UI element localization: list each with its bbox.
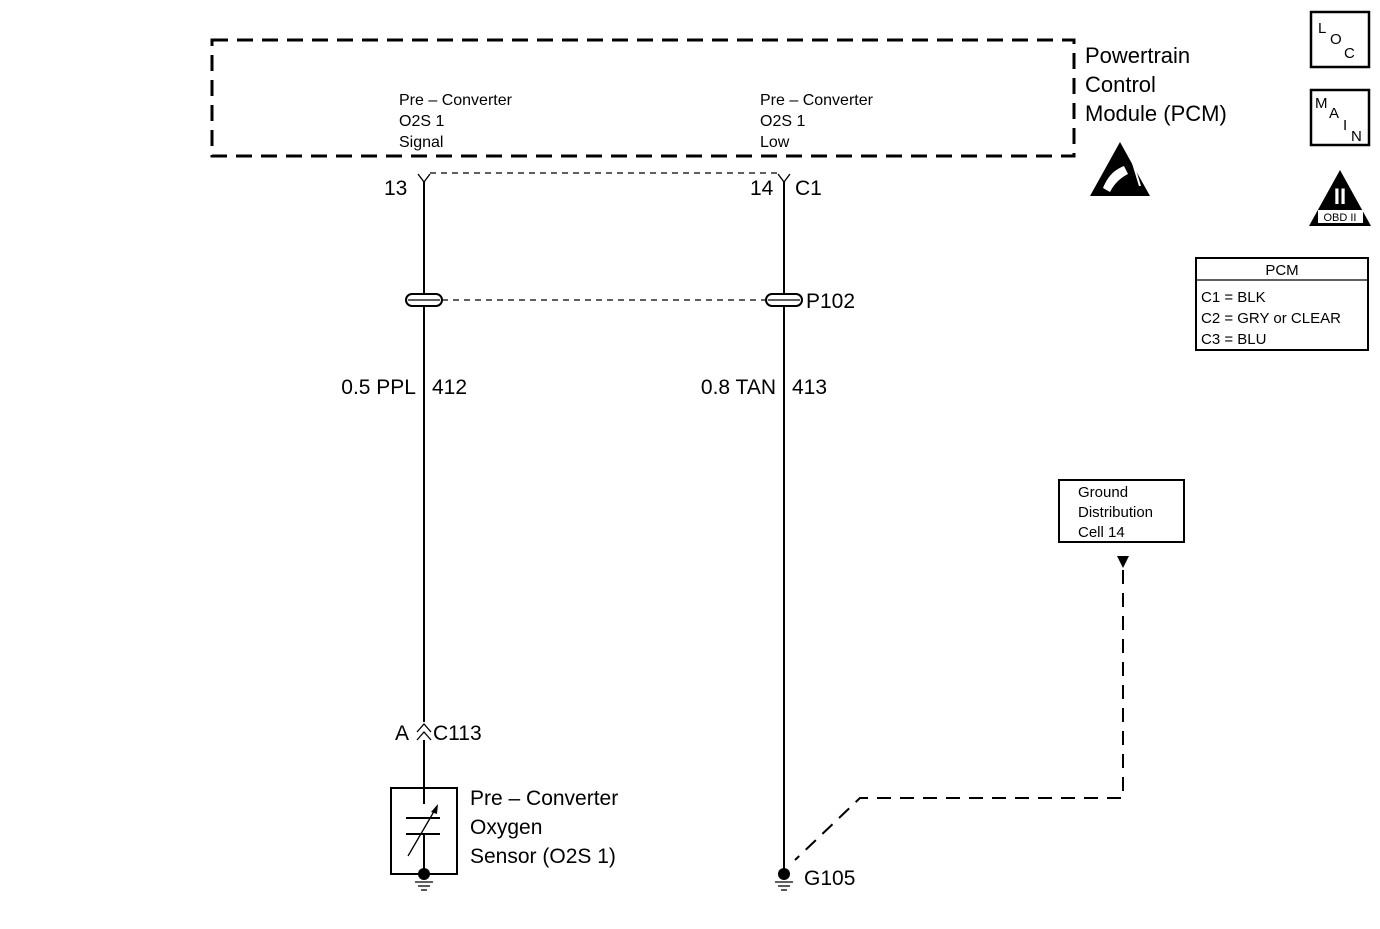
esd-hand: [1103, 166, 1128, 192]
pcm-table-frame: [1195, 257, 1369, 351]
obd-label-box: [1318, 210, 1363, 223]
c113-pin-label: A: [395, 722, 409, 745]
c113-terminal-lower: [416, 731, 432, 741]
signal-label-line-1: Pre – Converter: [399, 92, 513, 109]
pcm-title: Powertrain Control Module (PCM): [1085, 43, 1227, 126]
main-icon: M A I N: [1309, 88, 1371, 147]
obd-label: OBD II: [1323, 212, 1356, 224]
oxygen-sensor-label: Pre – Converter Oxygen Sensor (O2S 1): [470, 787, 618, 868]
c113-connector-label: C113: [433, 722, 482, 745]
g105-dot: [778, 868, 790, 880]
pcm-table-row-2: C2 = GRY or CLEAR: [1201, 310, 1341, 327]
wire-413-gauge-color: 0.8 TAN: [701, 376, 776, 399]
pcm-signal-terminal-label: Pre – Converter O2S 1 Signal: [399, 92, 513, 151]
pin-14-terminal: [777, 173, 791, 184]
sensor-connector-c113: A C113: [395, 722, 482, 745]
loc-letter-c: C: [1344, 45, 1355, 62]
loc-letter-l: L: [1318, 20, 1326, 37]
loc-letter-o: O: [1330, 31, 1342, 48]
signal-label-line-2: O2S 1: [399, 113, 444, 130]
pcm-table-row-1: C1 = BLK: [1201, 289, 1266, 306]
esd-slash: [1131, 159, 1141, 187]
oxygen-sensor: [390, 787, 458, 891]
sensor-label-line-3: Sensor (O2S 1): [470, 845, 616, 868]
loc-icon: L O C: [1309, 10, 1371, 69]
main-icon-frame: [1309, 88, 1371, 147]
pcm-module-outline: [210, 38, 1076, 158]
ground-distribution-box: Ground Distribution Cell 14: [1058, 479, 1185, 568]
wire-412-gauge-color: 0.5 PPL: [341, 376, 416, 399]
esd-icon: [1090, 142, 1150, 196]
sensor-label-line-2: Oxygen: [470, 816, 542, 839]
g105-label: G105: [804, 867, 855, 890]
variable-arrow-line: [407, 807, 437, 857]
main-letter-n: N: [1351, 128, 1362, 145]
pcm-connector-table: PCM C1 = BLK C2 = GRY or CLEAR C3 = BLU: [1195, 257, 1369, 351]
splice-label: P102: [806, 290, 855, 313]
ground-dist-line-2: Distribution: [1078, 504, 1153, 521]
loc-icon-frame: [1309, 10, 1371, 69]
sensor-label-line-1: Pre – Converter: [470, 787, 618, 810]
sensor-ground-dot: [418, 868, 430, 880]
wire-412-circuit: 412: [432, 376, 467, 399]
splice-pack-p102: P102: [405, 290, 855, 313]
connector-c1-label: C1: [795, 177, 822, 200]
low-label-line-3: Low: [760, 134, 790, 151]
ground-distribution-path: [794, 570, 1124, 861]
pcm-connector-c1: 13 14 C1: [384, 172, 822, 200]
low-label-line-1: Pre – Converter: [760, 92, 874, 109]
pin-13-label: 13: [384, 177, 407, 200]
pcm-table-row-3: C3 = BLU: [1201, 331, 1266, 348]
pin-14-label: 14: [750, 177, 774, 200]
pin-13-terminal: [417, 173, 431, 184]
ground-dist-line-1: Ground: [1078, 484, 1128, 501]
signal-label-line-3: Signal: [399, 134, 443, 151]
pcm-title-line-1: Powertrain: [1085, 43, 1190, 68]
pcm-title-line-3: Module (PCM): [1085, 101, 1227, 126]
main-letter-m: M: [1315, 95, 1328, 112]
ground-g105: G105: [775, 867, 855, 891]
obd-ii-icon: II OBD II: [1309, 170, 1371, 226]
variable-arrow-head: [431, 804, 438, 814]
c113-terminal-upper: [416, 723, 432, 733]
low-label-line-2: O2S 1: [760, 113, 805, 130]
obd-numeral: II: [1334, 184, 1346, 209]
ground-dist-line-3: Cell 14: [1078, 524, 1125, 541]
main-letter-i: I: [1343, 117, 1347, 134]
ground-dist-arrow: [1117, 556, 1129, 568]
pcm-title-line-2: Control: [1085, 72, 1156, 97]
pcm-low-terminal-label: Pre – Converter O2S 1 Low: [760, 92, 874, 151]
ground-distribution-frame: [1058, 479, 1185, 543]
main-letter-a: A: [1329, 105, 1339, 122]
pcm-table-title: PCM: [1265, 262, 1298, 279]
wire-413-circuit: 413: [792, 376, 827, 399]
